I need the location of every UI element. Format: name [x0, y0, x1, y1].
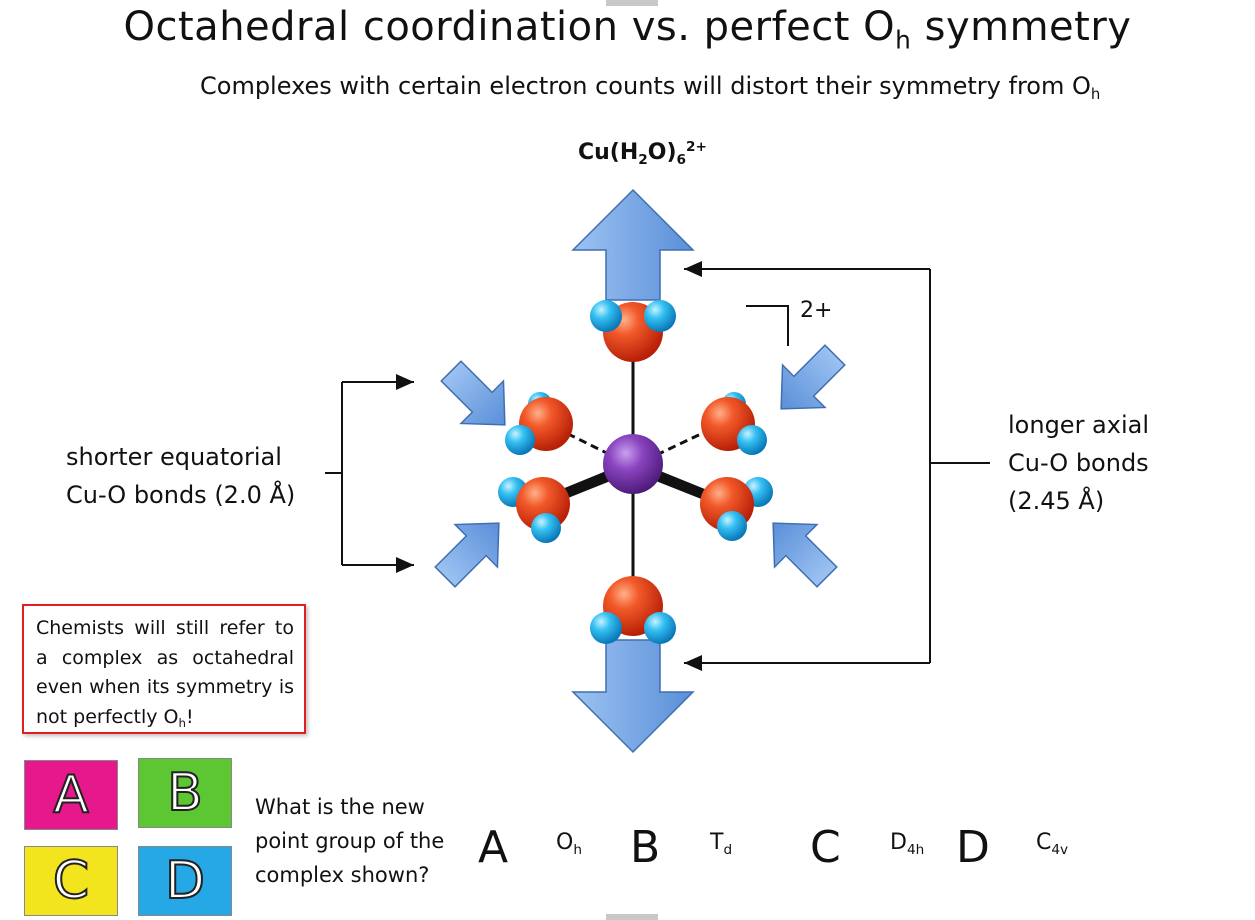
option-b-value: Td [710, 830, 733, 858]
question-text: What is the new point group of the compl… [255, 795, 445, 887]
arrow-inward-upper-left-icon [440, 360, 506, 426]
slide-subtitle: Complexes with certain electron counts w… [200, 72, 1101, 104]
top-scroll-marker [606, 0, 658, 6]
arrow-inward-upper-right-icon [780, 344, 846, 410]
answer-tile-a[interactable]: A [24, 760, 118, 830]
equatorial-bracket [325, 374, 414, 573]
water-upper-left [505, 392, 573, 455]
arrow-inward-lower-right-icon [772, 522, 838, 588]
answer-tile-b[interactable]: B [138, 758, 232, 828]
arrow-down-icon [571, 639, 695, 754]
axial-label-line3: (2.45 Å) [1008, 487, 1105, 515]
arrow-inward-lower-left-icon [434, 522, 500, 588]
water-top [590, 300, 676, 362]
option-d-letter[interactable]: D [956, 822, 990, 873]
option-b-letter[interactable]: B [630, 822, 661, 873]
option-d-value: C4v [1036, 830, 1069, 858]
note-callout: Chemists will still refer to a complex a… [22, 604, 306, 734]
equatorial-label-line2: Cu-O bonds (2.0 Å) [66, 481, 296, 509]
water-lower-right [700, 477, 773, 541]
option-c-value: D4h [890, 830, 925, 858]
water-lower-left [498, 477, 570, 543]
complex-formula: Cu(H2O)62+ [578, 138, 707, 168]
charge-bracket [746, 305, 789, 346]
axial-bond-label: longer axial Cu-O bonds (2.45 Å) [1008, 406, 1149, 520]
slide-title: Octahedral coordination vs. perfect Oh s… [123, 4, 1132, 55]
water-bottom [590, 576, 676, 644]
option-a-letter[interactable]: A [478, 822, 509, 873]
bottom-scroll-marker [606, 914, 658, 920]
axial-label-line1: longer axial [1008, 411, 1150, 439]
water-upper-right [701, 392, 767, 455]
equatorial-bond-label: shorter equatorial Cu-O bonds (2.0 Å) [66, 438, 295, 514]
option-c-letter[interactable]: C [810, 822, 841, 873]
note-text: Chemists will still refer to a complex a… [36, 617, 294, 730]
option-a-value: Oh [556, 830, 582, 858]
arrow-up-icon [571, 188, 695, 301]
answer-tile-d[interactable]: D [138, 846, 232, 916]
axial-bracket [684, 261, 990, 671]
answer-tile-c[interactable]: C [24, 846, 118, 916]
equatorial-label-line1: shorter equatorial [66, 443, 282, 471]
complex-charge: 2+ [800, 298, 833, 323]
copper-atom [603, 434, 663, 494]
axial-label-line2: Cu-O bonds [1008, 449, 1149, 477]
